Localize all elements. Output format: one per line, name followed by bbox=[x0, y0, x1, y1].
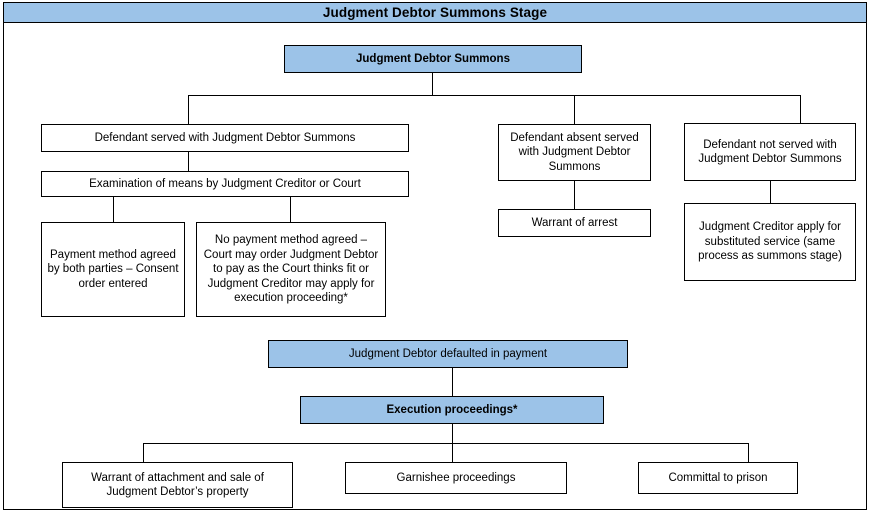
node-defendant-absent-served[interactable]: Defendant absent served with Judgment De… bbox=[498, 124, 651, 181]
connector-drop-garnishee bbox=[452, 443, 453, 462]
node-substituted-service[interactable]: Judgment Creditor apply for substituted … bbox=[684, 203, 856, 281]
connector-served-to-examination bbox=[188, 152, 189, 171]
connector-not-served-to-substituted bbox=[770, 181, 771, 203]
node-warrant-of-arrest[interactable]: Warrant of arrest bbox=[498, 209, 651, 237]
connector-drop-absent bbox=[574, 95, 575, 124]
connector-examination-left bbox=[113, 197, 114, 222]
node-defendant-not-served[interactable]: Defendant not served with Judgment Debto… bbox=[684, 123, 856, 181]
node-examination-of-means[interactable]: Examination of means by Judgment Credito… bbox=[41, 171, 409, 197]
node-judgment-debtor-defaulted[interactable]: Judgment Debtor defaulted in payment bbox=[268, 340, 628, 368]
connector-drop-not-served bbox=[800, 95, 801, 123]
node-committal-to-prison[interactable]: Committal to prison bbox=[638, 462, 798, 494]
connector-top-bus bbox=[188, 95, 801, 96]
connector-bottom-bus bbox=[143, 443, 749, 444]
node-warrant-of-attachment[interactable]: Warrant of attachment and sale of Judgme… bbox=[62, 462, 293, 508]
node-execution-proceedings[interactable]: Execution proceedings* bbox=[300, 396, 604, 424]
connector-defaulted-to-execution bbox=[452, 368, 453, 396]
node-no-payment-method-agreed[interactable]: No payment method agreed – Court may ord… bbox=[196, 222, 386, 317]
node-judgment-debtor-summons[interactable]: Judgment Debtor Summons bbox=[284, 45, 582, 73]
connector-drop-committal bbox=[748, 443, 749, 462]
connector-execution-stem bbox=[452, 424, 453, 443]
node-payment-method-agreed[interactable]: Payment method agreed by both parties – … bbox=[41, 222, 185, 317]
connector-drop-served bbox=[188, 95, 189, 124]
node-defendant-served[interactable]: Defendant served with Judgment Debtor Su… bbox=[41, 124, 409, 152]
connector-root-stem bbox=[432, 73, 433, 95]
connector-absent-to-warrant bbox=[574, 181, 575, 209]
page-title: Judgment Debtor Summons Stage bbox=[3, 2, 867, 23]
node-garnishee-proceedings[interactable]: Garnishee proceedings bbox=[345, 462, 567, 494]
connector-drop-warrant-attachment bbox=[143, 443, 144, 462]
connector-examination-right bbox=[290, 197, 291, 222]
